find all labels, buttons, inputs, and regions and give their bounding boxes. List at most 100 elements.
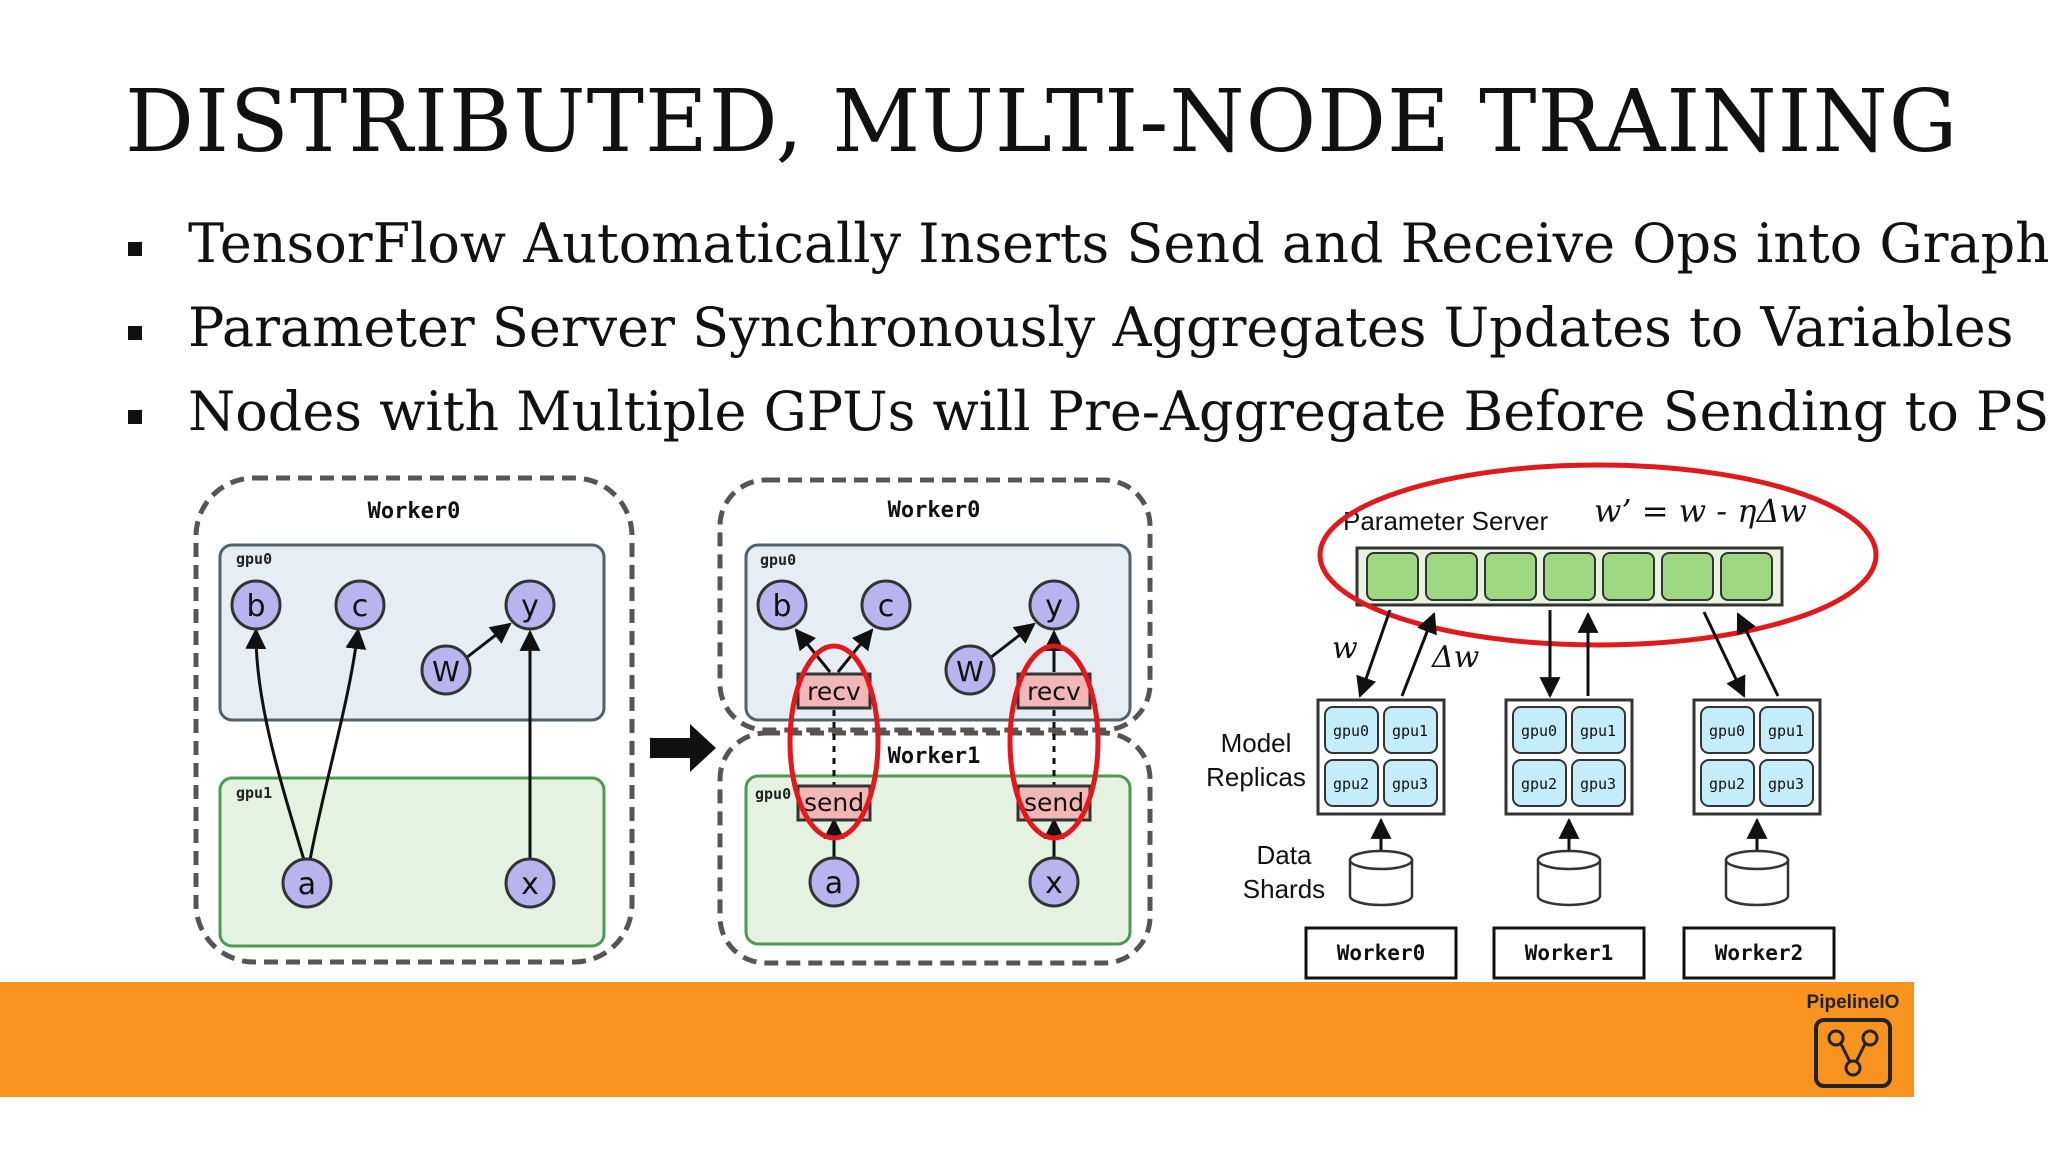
right-worker0-container	[717, 477, 1153, 733]
right-worker0-label: Worker0	[888, 498, 981, 523]
svg-text:a: a	[825, 866, 843, 901]
left-gpu1-label: gpu1	[236, 784, 272, 802]
svg-text:y: y	[1045, 589, 1063, 624]
left-worker0-container	[193, 475, 635, 965]
highlight-ellipse-1	[787, 643, 881, 841]
svg-text:c: c	[352, 589, 369, 624]
recv-op-1: recv	[796, 672, 872, 710]
pipelineio-logo: PipelineIO	[1798, 992, 1908, 1092]
edge-a-to-b	[245, 627, 306, 861]
logo-text: PipelineIO	[1806, 992, 1900, 1013]
svg-text:b: b	[772, 589, 791, 624]
svg-text:a: a	[298, 867, 316, 902]
svg-text:gpu1: gpu1	[1392, 722, 1428, 740]
svg-text:Worker2: Worker2	[1715, 941, 1804, 965]
edge-a-to-c	[308, 627, 367, 861]
data-shards-label-line1: Data	[1257, 840, 1312, 870]
data-shard-cylinder-2	[1724, 849, 1790, 907]
bullet-3: Nodes with Multiple GPUs will Pre-Aggreg…	[188, 380, 2048, 443]
arrow-w-down-3	[1702, 611, 1746, 698]
recv-op-2: recv	[1016, 672, 1092, 710]
model-replica-0: gpu0 gpu1 gpu2 gpu3	[1316, 698, 1446, 816]
bullet-marker-2	[128, 326, 142, 340]
bullet-1: TensorFlow Automatically Inserts Send an…	[188, 212, 2048, 275]
svg-text:x: x	[521, 867, 539, 902]
arrow-w-down-1	[1356, 609, 1392, 698]
parameter-server-diagram: Parameter Server w’ = w - ηΔw w Δw Model…	[1206, 462, 1879, 980]
edge-recv-to-c	[836, 628, 874, 673]
send-op-2: send	[1016, 784, 1092, 822]
svg-text:b: b	[246, 589, 265, 624]
transform-arrow-icon	[650, 724, 716, 772]
edge-w-to-y-right	[989, 622, 1036, 660]
svg-text:send: send	[1024, 788, 1084, 817]
left-node-c: c	[334, 579, 386, 631]
right-node-b: b	[756, 579, 808, 631]
svg-text:c: c	[878, 589, 895, 624]
svg-text:recv: recv	[1027, 677, 1081, 706]
left-node-b: b	[230, 579, 282, 631]
w-label: w	[1332, 631, 1358, 666]
model-replicas-label-line1: Model	[1221, 728, 1292, 758]
svg-text:W: W	[956, 655, 984, 688]
svg-text:gpu2: gpu2	[1521, 775, 1557, 793]
send-op-1: send	[796, 784, 872, 822]
pipeline-logo-icon	[1814, 1018, 1892, 1088]
svg-text:gpu1: gpu1	[1768, 722, 1804, 740]
svg-text:gpu2: gpu2	[1333, 775, 1369, 793]
right-node-y: y	[1028, 579, 1080, 631]
ps-highlight-ellipse	[1317, 462, 1879, 648]
left-node-y: y	[504, 579, 556, 631]
arrow-dw-up-1	[1400, 612, 1437, 697]
left-node-x: x	[504, 857, 556, 909]
model-replica-2: gpu0 gpu1 gpu2 gpu3	[1692, 698, 1822, 816]
edge-w-to-y	[465, 622, 512, 660]
ps-label: Parameter Server	[1343, 506, 1549, 536]
left-gpu0-box	[218, 543, 606, 722]
worker-box-2: Worker2	[1682, 926, 1836, 980]
model-replicas-label-line2: Replicas	[1206, 762, 1306, 792]
svg-text:x: x	[1045, 866, 1063, 901]
right-node-a: a	[808, 856, 860, 908]
right-gpu0-top-label: gpu0	[760, 551, 796, 569]
worker-box-1: Worker1	[1492, 926, 1646, 980]
svg-text:gpu3: gpu3	[1392, 775, 1428, 793]
svg-text:gpu3: gpu3	[1580, 775, 1616, 793]
svg-text:gpu0: gpu0	[1521, 722, 1557, 740]
svg-text:send: send	[804, 788, 864, 817]
svg-text:gpu0: gpu0	[1333, 722, 1369, 740]
svg-text:W: W	[432, 655, 460, 688]
footer-bar	[0, 982, 1914, 1097]
svg-text:Worker1: Worker1	[1525, 941, 1614, 965]
right-node-c: c	[860, 579, 912, 631]
dw-label: Δw	[1431, 640, 1480, 675]
right-graph: Worker0 Worker1 gpu0 gpu0 recv recv send	[717, 477, 1153, 966]
left-node-w: W	[420, 644, 472, 696]
bullet-marker-3	[128, 410, 142, 424]
bullet-2: Parameter Server Synchronously Aggregate…	[188, 296, 2014, 359]
svg-text:y: y	[521, 589, 539, 624]
bullet-marker-1	[128, 242, 142, 256]
svg-text:gpu0: gpu0	[1709, 722, 1745, 740]
model-replica-1: gpu0 gpu1 gpu2 gpu3	[1504, 698, 1634, 816]
right-node-x: x	[1028, 856, 1080, 908]
data-shard-cylinder-0	[1348, 849, 1414, 907]
right-gpu0-bottom-label: gpu0	[755, 785, 791, 803]
edge-recv-to-b	[794, 628, 832, 673]
left-graph: Worker0 gpu0 gpu1 b c y W a	[193, 475, 635, 965]
slide-title: DISTRIBUTED, MULTI-NODE TRAINING	[125, 72, 1959, 172]
highlight-ellipse-2	[1007, 643, 1101, 841]
left-gpu1-box	[218, 776, 606, 948]
svg-text:Worker0: Worker0	[1337, 941, 1426, 965]
data-shard-cylinder-1	[1536, 849, 1602, 907]
svg-text:gpu3: gpu3	[1768, 775, 1804, 793]
left-node-a: a	[281, 857, 333, 909]
left-gpu0-label: gpu0	[236, 550, 272, 568]
data-shards-label-line2: Shards	[1243, 874, 1325, 904]
ps-cells	[1366, 552, 1773, 601]
svg-text:gpu1: gpu1	[1580, 722, 1616, 740]
worker-box-0: Worker0	[1304, 926, 1458, 980]
ps-formula: w’ = w - ηΔw	[1594, 492, 1807, 530]
svg-text:recv: recv	[807, 677, 861, 706]
